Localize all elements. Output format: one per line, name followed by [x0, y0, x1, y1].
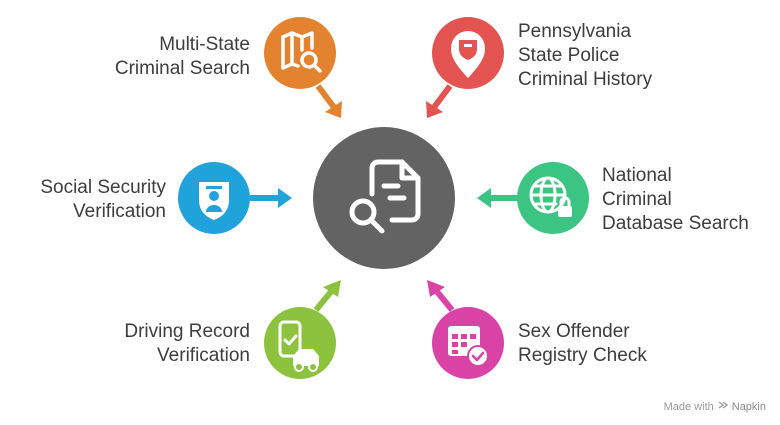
national-circle — [517, 162, 589, 234]
node-pennsylvania — [426, 17, 504, 118]
pennsylvania-label: Pennsylvania State Police Criminal Histo… — [518, 21, 653, 90]
police-badge-pin-icon — [451, 31, 485, 78]
arrow-head — [426, 101, 443, 118]
arrow-head — [323, 280, 341, 297]
national-label: National Criminal Database Search — [602, 165, 749, 234]
phone-car-icon — [278, 320, 319, 372]
center-node — [313, 127, 455, 269]
sex-offender-label: Sex Offender Registry Check — [518, 321, 647, 366]
arrow-head — [325, 101, 342, 118]
node-sex-offender — [427, 280, 504, 379]
document-search-icon — [349, 159, 421, 234]
watermark-brand: Napkin — [731, 400, 766, 413]
registry-check-icon — [448, 326, 489, 367]
node-driving — [264, 280, 341, 379]
arrow-head — [427, 280, 445, 297]
multi-state-label: Multi-State Criminal Search — [114, 34, 250, 79]
watermark-prefix: Made with — [663, 400, 714, 413]
id-shield-icon — [199, 182, 229, 220]
driving-label: Driving Record Verification — [124, 321, 250, 366]
globe-lock-icon — [529, 176, 572, 217]
node-multi-state — [264, 17, 342, 118]
arrow-head — [477, 188, 491, 208]
napkin-logo-icon — [718, 400, 728, 413]
arrow-head — [278, 188, 292, 208]
center-circle — [313, 127, 455, 269]
node-national — [477, 162, 589, 234]
watermark: Made with Napkin — [664, 400, 766, 413]
map-search-icon — [281, 31, 322, 73]
multi-state-circle — [264, 17, 336, 89]
node-social-security — [178, 162, 292, 234]
social-security-label: Social Security Verification — [40, 177, 166, 222]
